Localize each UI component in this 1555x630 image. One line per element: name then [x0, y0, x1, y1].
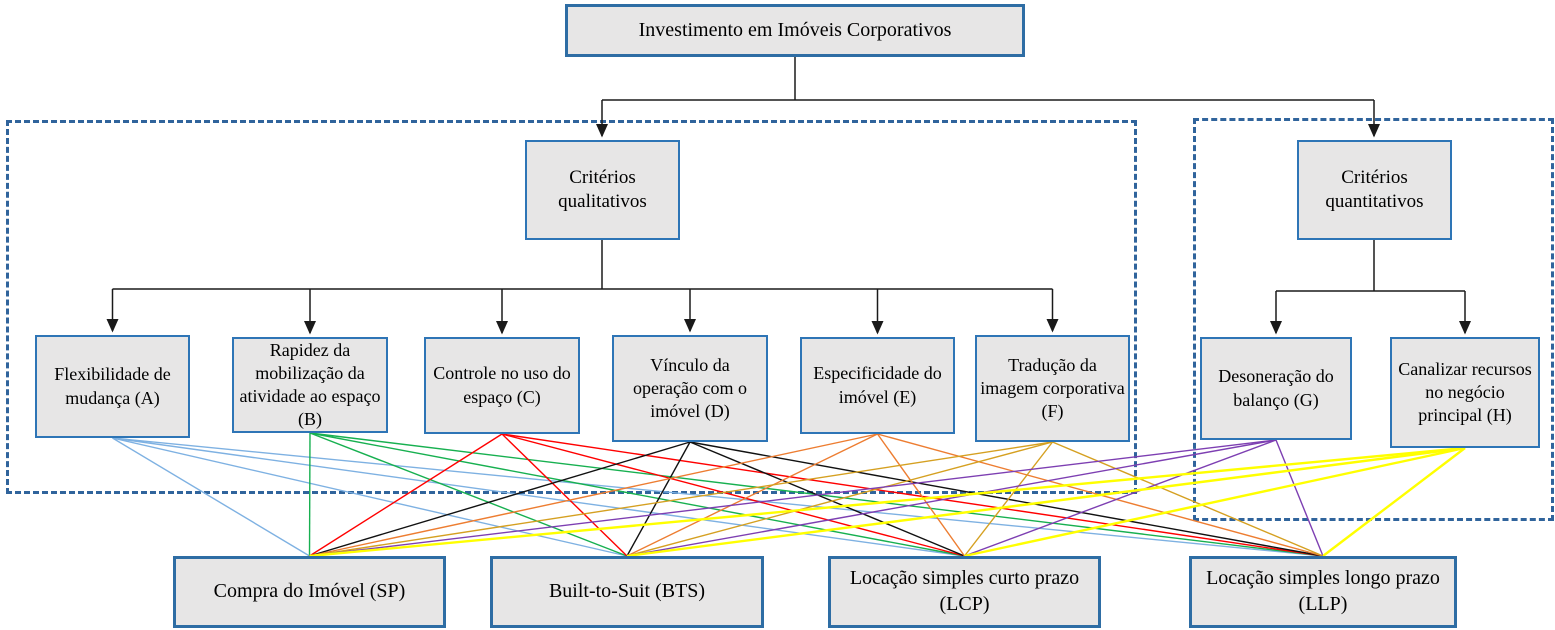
group-node-qualitative: Critérios qualitativos	[525, 140, 680, 240]
group-label-quantitative: Critérios quantitativos	[1325, 166, 1424, 212]
alternative-node-sp: Compra do Imóvel (SP)	[173, 556, 446, 628]
alternative-label-sp: Compra do Imóvel (SP)	[213, 580, 406, 603]
criterion-label-g: Desoneração do balanço (G)	[1218, 366, 1334, 410]
alternative-label-llp: Locação simples longo prazo (LLP)	[1206, 567, 1440, 615]
criterion-label-a: Flexibilidade de mudança (A)	[54, 364, 171, 408]
criterion-label-h: Canalizar recursos no negócio principal …	[1398, 358, 1532, 426]
criterion-label-e: Especificidade do imóvel (E)	[813, 363, 942, 407]
goal-label: Investimento em Imóveis Corporativos	[638, 18, 952, 41]
criterion-label-d: Vínculo da operação com o imóvel (D)	[633, 354, 747, 422]
criterion-node-d: Vínculo da operação com o imóvel (D)	[612, 335, 768, 442]
group-label-qualitative: Critérios qualitativos	[558, 166, 647, 212]
group-node-quantitative: Critérios quantitativos	[1297, 140, 1452, 240]
criterion-label-c: Controle no uso do espaço (C)	[433, 363, 571, 407]
criterion-label-f: Tradução da imagem corporativa (F)	[980, 354, 1125, 422]
alternative-label-bts: Built-to-Suit (BTS)	[548, 580, 706, 603]
criterion-node-c: Controle no uso do espaço (C)	[424, 337, 580, 434]
alternative-node-bts: Built-to-Suit (BTS)	[490, 556, 764, 628]
alternative-node-lcp: Locação simples curto prazo (LCP)	[828, 556, 1101, 628]
criterion-node-a: Flexibilidade de mudança (A)	[35, 335, 190, 438]
goal-node: Investimento em Imóveis Corporativos	[565, 4, 1025, 57]
criterion-node-b: Rapidez da mobilização da atividade ao e…	[232, 337, 388, 433]
criterion-node-e: Especificidade do imóvel (E)	[800, 337, 955, 434]
criterion-node-f: Tradução da imagem corporativa (F)	[975, 335, 1130, 442]
alternative-label-lcp: Locação simples curto prazo (LCP)	[849, 567, 1080, 615]
criterion-node-g: Desoneração do balanço (G)	[1200, 337, 1352, 440]
alternative-node-llp: Locação simples longo prazo (LLP)	[1189, 556, 1457, 628]
criterion-node-h: Canalizar recursos no negócio principal …	[1390, 337, 1540, 448]
criterion-label-b: Rapidez da mobilização da atividade ao e…	[239, 339, 381, 430]
